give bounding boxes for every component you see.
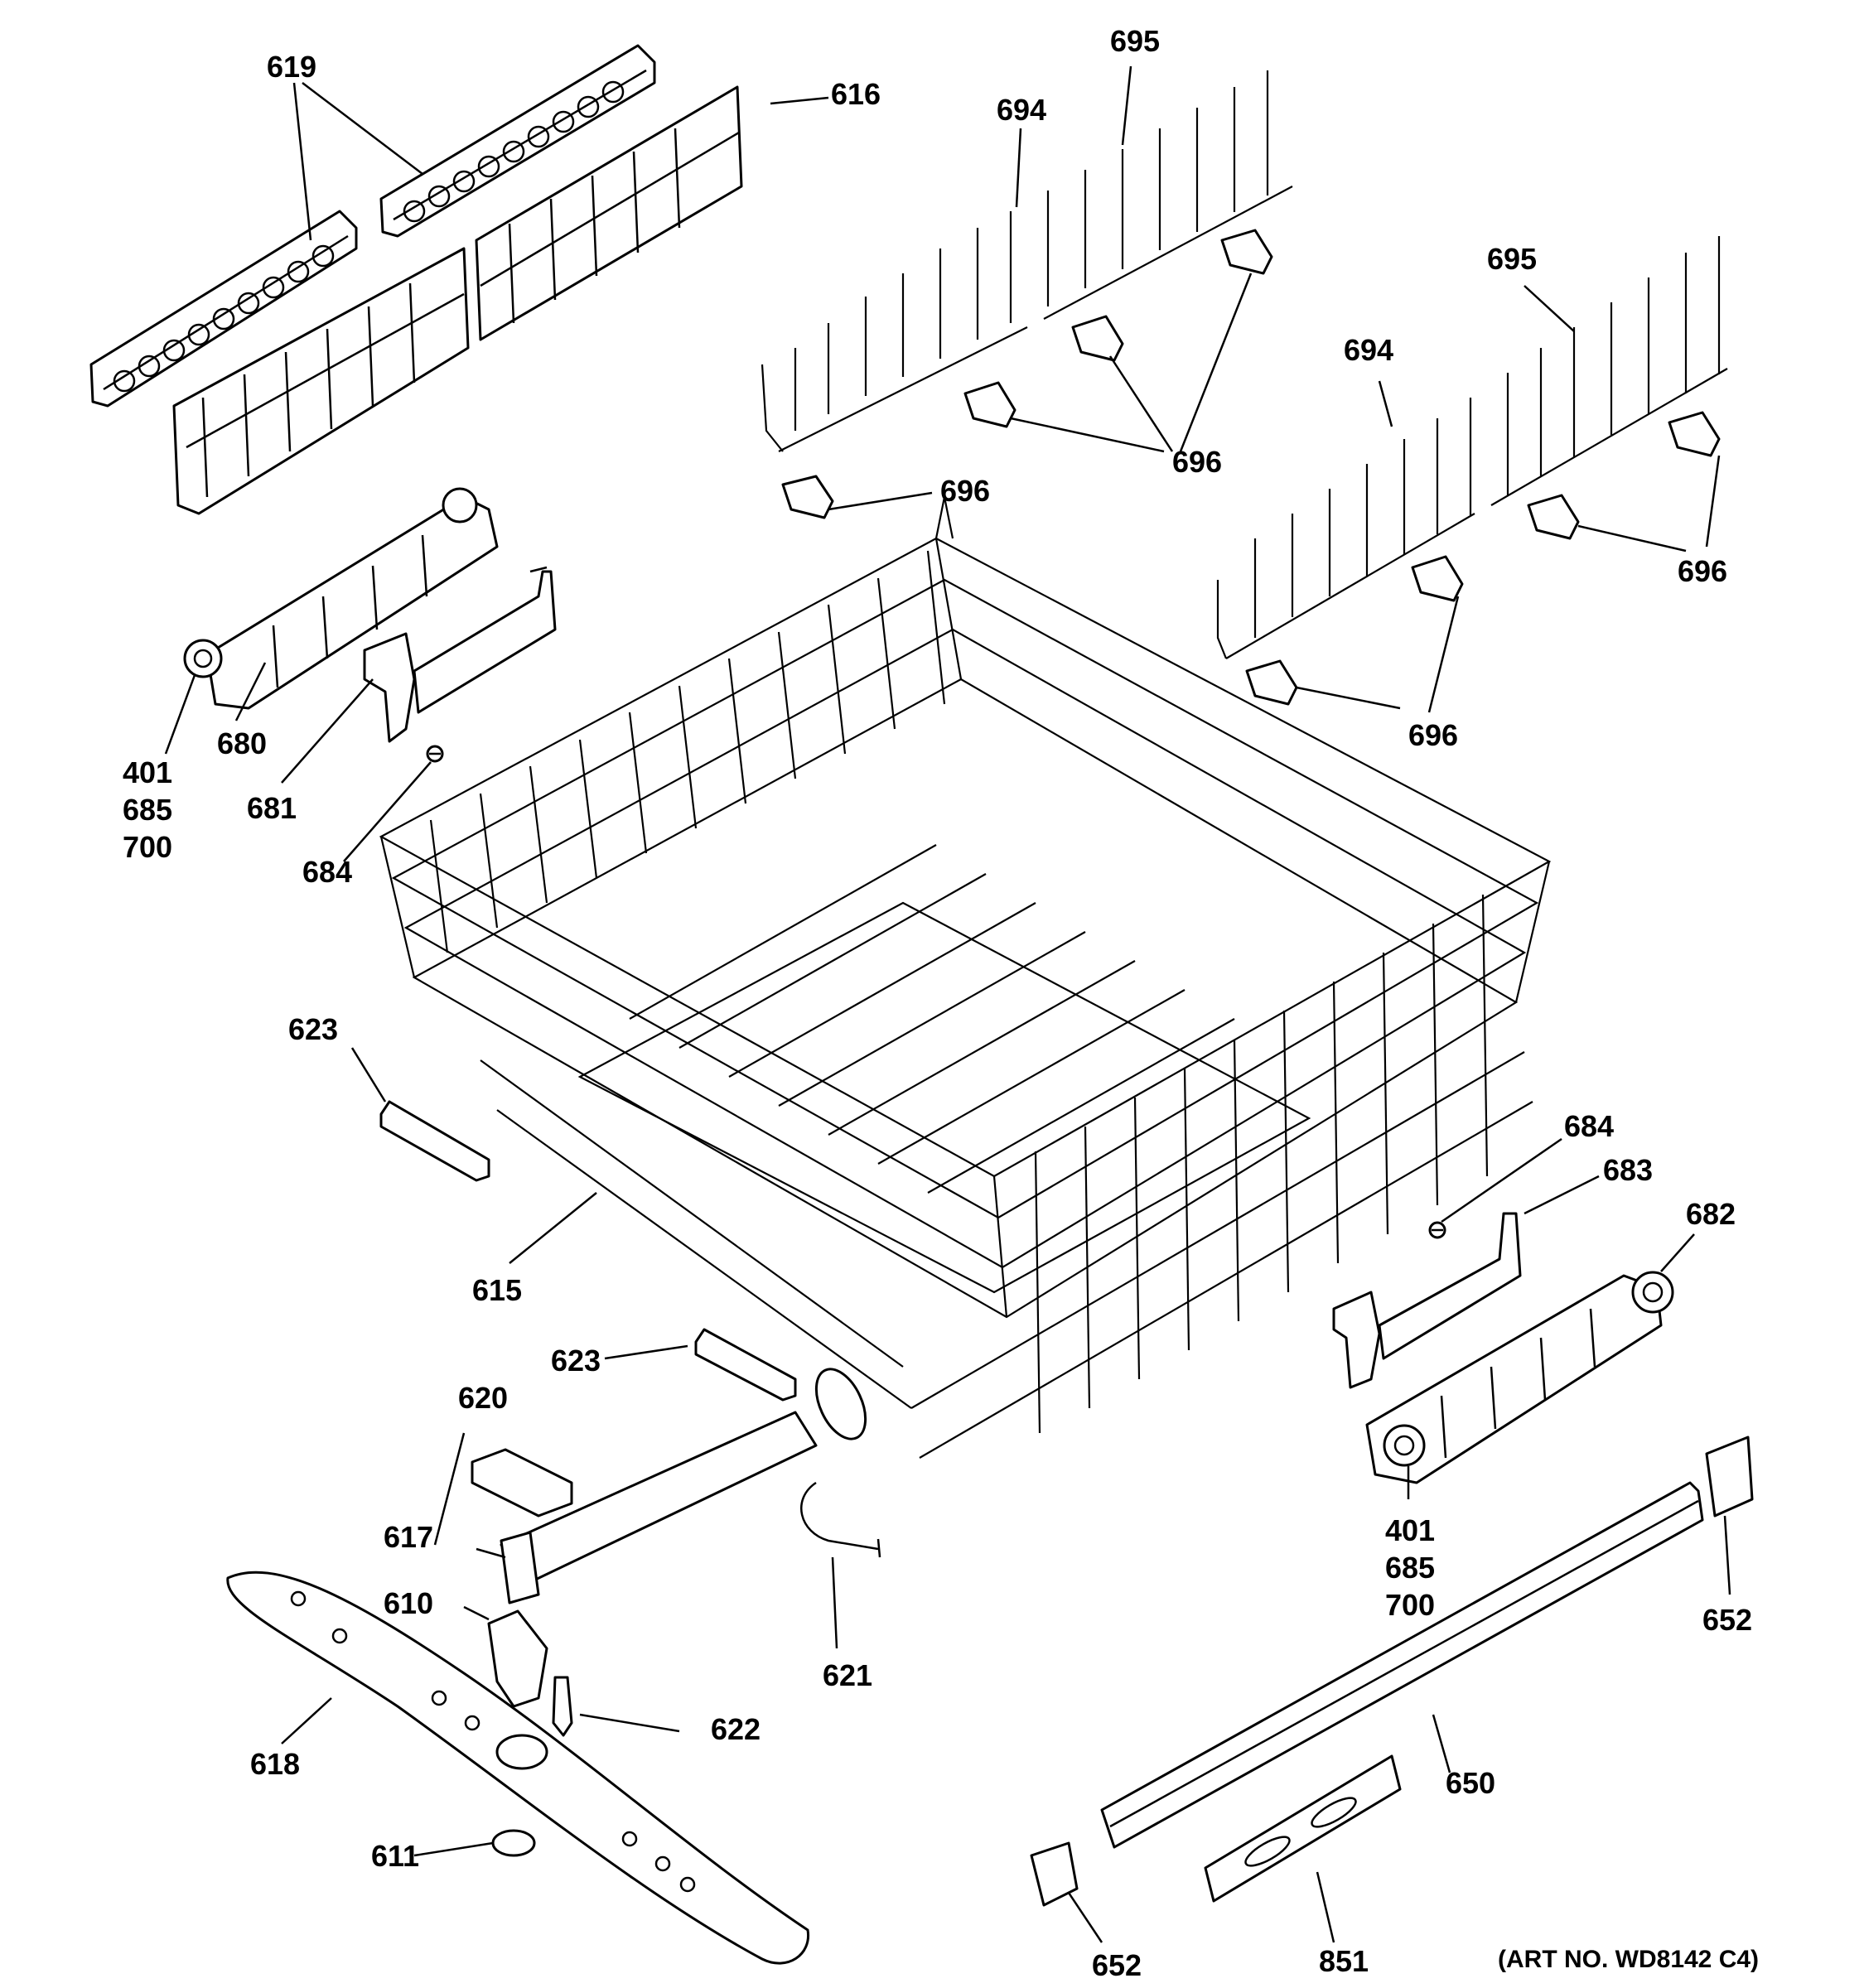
- callout-700: 700: [123, 830, 172, 864]
- upper-rack-615: [379, 496, 1552, 1459]
- rack-rail-650: [1100, 1481, 1704, 1849]
- washer-611: [491, 1829, 536, 1857]
- callout-694: 694: [997, 93, 1046, 127]
- callout-684: 684: [302, 855, 352, 889]
- tine-row-assembly-619: [89, 44, 656, 408]
- callout-696: 696: [940, 474, 990, 508]
- supply-tube-617: [500, 1368, 867, 1604]
- callout-681: 681: [247, 791, 297, 825]
- tine-clip-696: [781, 229, 1721, 706]
- callout-652: 652: [1092, 1948, 1142, 1982]
- art-number: (ART NO. WD8142 C4): [1498, 1946, 1759, 1973]
- callout-401: 401: [1385, 1513, 1435, 1547]
- callout-851: 851: [1319, 1944, 1369, 1978]
- callout-694: 694: [1344, 333, 1393, 367]
- slide-851: [1204, 1754, 1402, 1903]
- callout-623: 623: [288, 1012, 338, 1046]
- callout-685: 685: [123, 793, 172, 827]
- callout-650: 650: [1446, 1766, 1495, 1800]
- callout-620: 620: [458, 1381, 508, 1415]
- tine-set-694-695-lower: [1216, 236, 1728, 659]
- screw-684-right: [1428, 1221, 1446, 1239]
- callout-622: 622: [711, 1712, 761, 1746]
- callout-685: 685: [1385, 1551, 1435, 1585]
- callout-617: 617: [384, 1520, 433, 1554]
- spray-arm-cap-620: [471, 1448, 573, 1518]
- rack-adjuster-682: [1365, 1271, 1674, 1484]
- callout-684: 684: [1564, 1109, 1614, 1143]
- rack-clip-623: [379, 1100, 797, 1402]
- callout-401: 401: [123, 755, 172, 789]
- screw-622: [552, 1676, 573, 1737]
- callout-696: 696: [1408, 718, 1458, 752]
- callout-696: 696: [1172, 445, 1222, 479]
- callout-610: 610: [384, 1586, 433, 1620]
- screw-684-left: [426, 745, 444, 763]
- callout-696: 696: [1678, 554, 1727, 588]
- callout-680: 680: [217, 726, 267, 760]
- spray-arm-bearing-610: [487, 1609, 548, 1708]
- rack-side-frame-616: [172, 85, 743, 515]
- callout-611: 611: [371, 1839, 419, 1873]
- callout-695: 695: [1487, 242, 1537, 276]
- callout-700: 700: [1385, 1588, 1435, 1622]
- callout-683: 683: [1603, 1153, 1653, 1187]
- callout-labels: 619 616 694 695 695 694 696 696 696 696 …: [123, 24, 1759, 1982]
- rack-adjuster-680: [183, 487, 499, 710]
- callout-623: 623: [551, 1344, 601, 1378]
- leader-lines: [164, 65, 1731, 1943]
- tine-set-694-695-upper: [761, 70, 1293, 452]
- adjuster-bracket-681: [363, 566, 557, 743]
- lower-spray-arm-618: [226, 1571, 810, 1965]
- callout-621: 621: [823, 1658, 872, 1692]
- callout-682: 682: [1686, 1197, 1736, 1231]
- tube-clamp-621: [800, 1481, 881, 1558]
- callout-695: 695: [1110, 24, 1160, 58]
- callout-618: 618: [250, 1747, 300, 1781]
- adjuster-bracket-683: [1332, 1212, 1522, 1389]
- rail-end-stop-652: [1030, 1436, 1754, 1907]
- callout-616: 616: [831, 77, 881, 111]
- callout-619: 619: [267, 50, 316, 84]
- callout-652: 652: [1702, 1603, 1752, 1637]
- callout-615: 615: [472, 1273, 522, 1307]
